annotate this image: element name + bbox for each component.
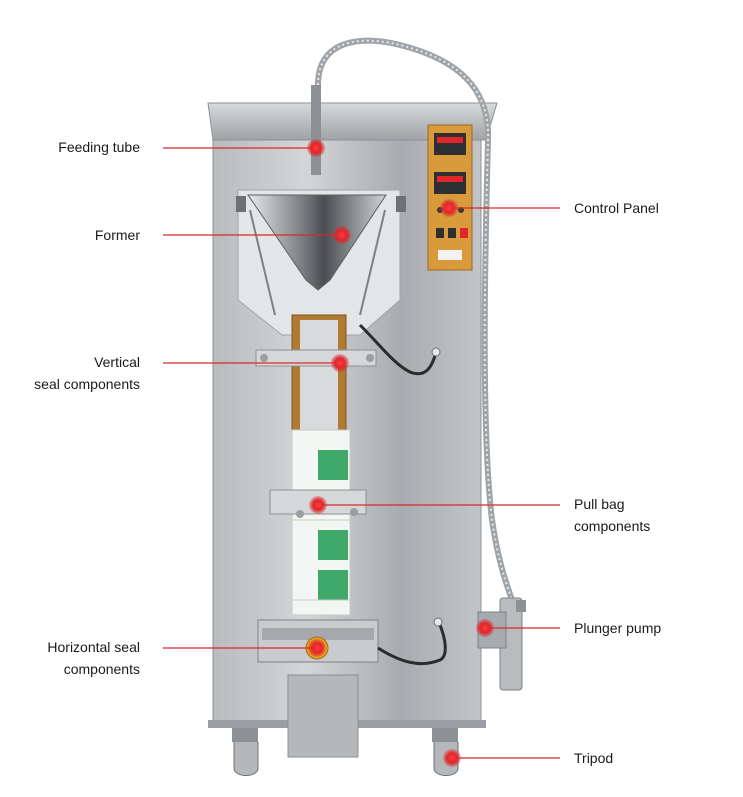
label-plunger-pump: Plunger pump (574, 617, 661, 639)
label-pull-bag-line-1: Pull bag (574, 496, 625, 512)
marker-plunger-pump (476, 619, 494, 637)
marker-control-panel (440, 199, 458, 217)
plunger-pump (477, 597, 526, 691)
film-bags (291, 429, 351, 616)
label-vertical-seal-line-1: Vertical (94, 354, 140, 370)
label-feeding-tube-line-1: Feeding tube (58, 139, 140, 155)
label-vertical-seal-line-2: seal components (34, 376, 140, 392)
label-former: Former (95, 224, 140, 246)
marker-tripod (443, 749, 461, 767)
label-horizontal-seal-line-1: Horizontal seal (47, 639, 140, 655)
label-tripod-line-1: Tripod (574, 750, 614, 766)
label-former-line-1: Former (94, 227, 140, 243)
label-control-panel-line-1: Control Panel (574, 200, 659, 216)
marker-former (333, 226, 351, 244)
callout-lines (163, 147, 560, 759)
label-control-panel: Control Panel (574, 197, 659, 219)
label-plunger-pump-line-1: Plunger pump (574, 620, 662, 636)
label-horizontal-seal: Horizontal seal components (47, 636, 140, 680)
callout-markers (307, 139, 494, 767)
label-horizontal-seal-line-2: components (63, 661, 140, 677)
label-pull-bag: Pull bag components (574, 493, 650, 537)
marker-vertical-seal (331, 354, 349, 372)
label-pull-bag-line-2: components (574, 518, 651, 534)
marker-horizontal-seal (308, 639, 326, 657)
control-panel (427, 124, 473, 271)
vertical-seal-assembly (255, 314, 441, 436)
marker-pull-bag (309, 496, 327, 514)
former-funnel (247, 194, 387, 291)
feeding-tube (311, 85, 321, 175)
marker-feeding-tube (307, 139, 325, 157)
label-vertical-seal: Vertical seal components (34, 351, 140, 395)
label-tripod: Tripod (574, 747, 613, 769)
label-feeding-tube: Feeding tube (58, 136, 140, 158)
